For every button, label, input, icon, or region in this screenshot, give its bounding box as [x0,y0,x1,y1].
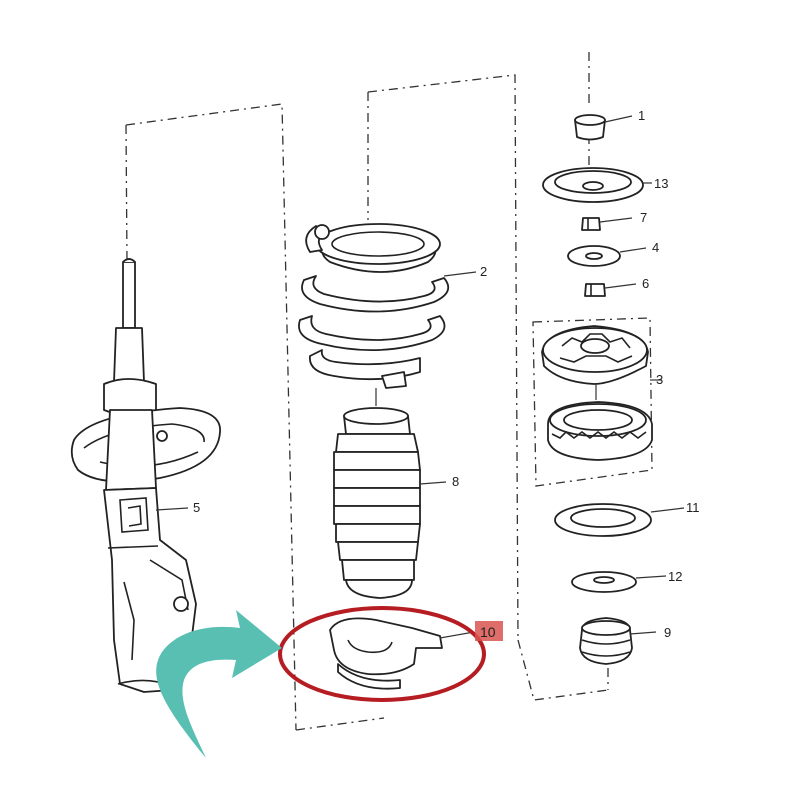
part-4-washer [567,245,647,267]
part-9-bump-stop [579,617,657,665]
part-12-washer [571,571,667,593]
part-7-nut [581,217,633,231]
callout-12: 12 [668,569,682,584]
part-11-ring [554,503,685,537]
callout-7: 7 [640,210,647,225]
dust-boot [333,388,447,599]
callout-6: 6 [642,276,649,291]
callout-4: 4 [652,240,659,255]
spring-isolator [329,617,475,690]
callout-8: 8 [452,474,459,489]
callout-2: 2 [480,264,487,279]
highlight-badge [475,621,503,641]
part-1-cap [574,114,633,141]
highlight-group: 10 [278,606,503,702]
strut-assembly [70,258,221,693]
coil-spring [298,223,477,389]
part-13-top-plate [542,167,652,203]
callout-1: 1 [638,108,645,123]
callout-11: 11 [686,500,700,515]
callout-10: 10 [480,624,496,640]
part-3-strut-mount [541,325,662,461]
callout-labels: 1 2 3 4 5 6 7 8 9 11 12 13 [193,108,700,640]
part-6-nut [584,283,637,297]
curved-arrow-icon [156,610,282,758]
callout-9: 9 [664,625,671,640]
highlight-ellipse [278,606,486,702]
callout-13: 13 [654,176,668,191]
callout-3: 3 [656,372,663,387]
alignment-dashed-lines [125,52,653,731]
callout-5: 5 [193,500,200,515]
